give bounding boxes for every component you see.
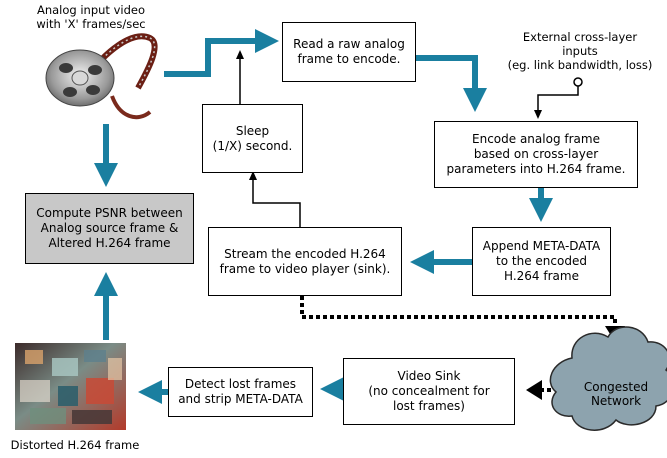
compute-psnr-label: Compute PSNR between Analog source frame… — [36, 206, 183, 250]
sleep-box: Sleep (1/X) second. — [202, 104, 303, 173]
compute-psnr-box: Compute PSNR between Analog source frame… — [25, 193, 194, 264]
external-inputs-caption: External cross-layer inputs (eg. link ba… — [507, 30, 653, 72]
encode-frame-label: Encode analog frame based on cross-layer… — [446, 132, 626, 176]
read-frame-box: Read a raw analog frame to encode. — [282, 22, 416, 82]
append-metadata-label: Append META-DATA to the encoded H.264 fr… — [482, 239, 601, 283]
detect-lost-frames-label: Detect lost frames and strip META-DATA — [178, 377, 303, 406]
video-sink-label: Video Sink (no concealment for lost fram… — [368, 369, 490, 413]
arrow-stream-to-sleep — [249, 171, 301, 227]
distorted-frame-caption: Distorted H.264 frame — [10, 438, 140, 452]
encode-frame-box: Encode analog frame based on cross-layer… — [434, 121, 638, 188]
detect-lost-frames-box: Detect lost frames and strip META-DATA — [168, 367, 313, 417]
arrow-external-to-encode — [534, 86, 579, 119]
film-reel-icon — [45, 33, 158, 120]
sleep-label: Sleep (1/X) second. — [212, 123, 293, 153]
link-stream-to-network — [300, 296, 625, 342]
arrow-read-to-encode — [416, 55, 487, 112]
input-video-caption: Analog input video with 'X' frames/sec — [36, 3, 146, 31]
stream-frame-box: Stream the encoded H.264 frame to video … — [208, 227, 402, 296]
arrow-input-to-read — [164, 29, 279, 77]
append-metadata-box: Append META-DATA to the encoded H.264 fr… — [472, 227, 611, 296]
distorted-frame-image — [15, 343, 126, 430]
congested-network-label: Congested Network — [583, 380, 649, 408]
external-input-terminal — [573, 77, 583, 87]
read-frame-label: Read a raw analog frame to encode. — [293, 37, 405, 66]
congested-network-cloud — [549, 326, 667, 431]
stream-frame-label: Stream the encoded H.264 frame to video … — [219, 246, 391, 276]
video-sink-box: Video Sink (no concealment for lost fram… — [343, 358, 515, 425]
